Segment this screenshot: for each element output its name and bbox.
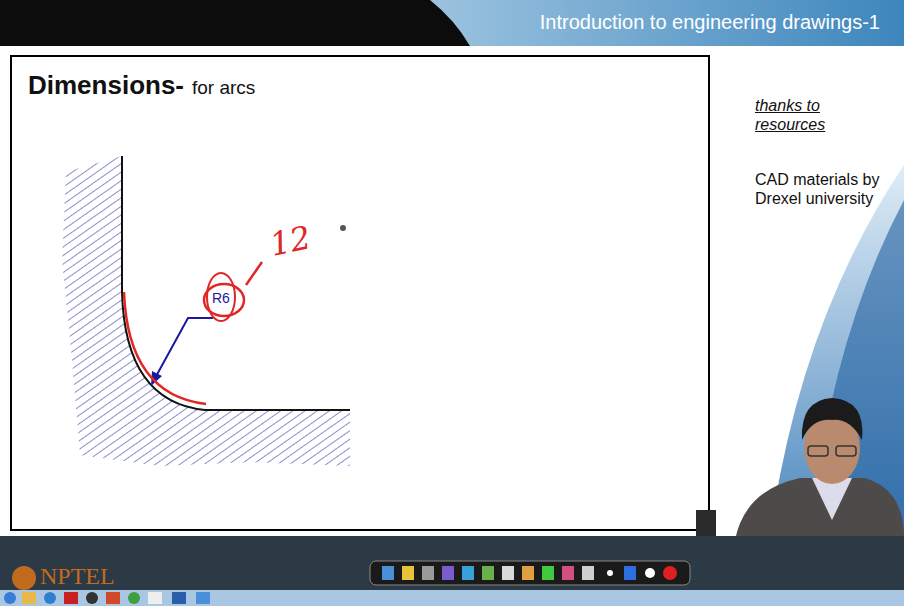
pen-cursor bbox=[340, 225, 346, 231]
credit-heading: thanks to resources bbox=[755, 96, 845, 134]
hand-stroke bbox=[124, 292, 206, 404]
slide-frame bbox=[11, 56, 709, 530]
side-sweep bbox=[770, 165, 904, 535]
header-band bbox=[430, 0, 904, 46]
slide-title: Dimensions- bbox=[28, 70, 184, 101]
presenter bbox=[696, 398, 904, 550]
header-text: Introduction to engineering drawings-1 bbox=[540, 10, 880, 34]
bottom-bar bbox=[0, 536, 904, 590]
hatched-section bbox=[62, 156, 350, 466]
pen-toolbar bbox=[370, 561, 690, 585]
nptel-logo: NPTEL bbox=[40, 562, 115, 591]
radius-dimension: R6 bbox=[212, 290, 230, 307]
toolbar-icons bbox=[382, 566, 677, 580]
leader-line bbox=[154, 318, 213, 380]
title-suffix: for arcs bbox=[192, 77, 255, 100]
taskbar-icons bbox=[4, 592, 210, 604]
header-bar bbox=[0, 0, 904, 46]
hand-circle bbox=[207, 273, 235, 321]
logo-emblem bbox=[12, 566, 36, 590]
taskbar bbox=[0, 590, 904, 606]
hand-stroke bbox=[246, 262, 262, 285]
part-outline bbox=[122, 156, 350, 410]
credit-text: CAD materials by Drexel university bbox=[755, 170, 890, 208]
